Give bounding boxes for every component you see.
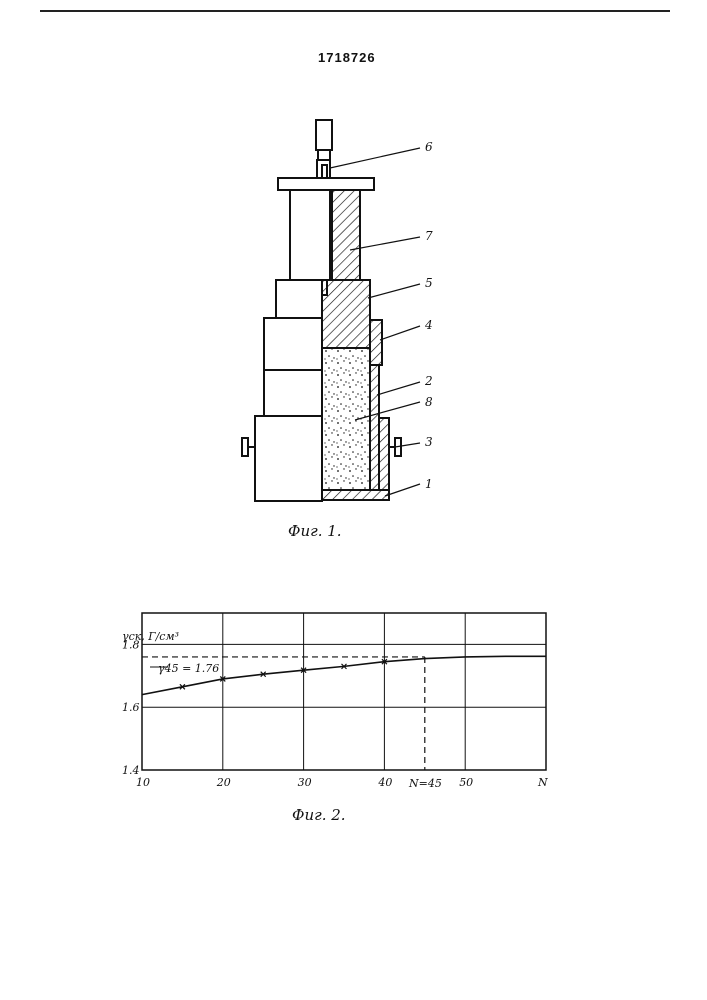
figure-2-caption: Фиг. 2. (292, 806, 346, 824)
x-tick-label: 40 (377, 776, 392, 789)
annotation-gamma45: γ45 = 1.76 (158, 662, 219, 675)
x-tick-label: 50 (459, 776, 473, 789)
x-tick-label: 20 (216, 776, 231, 789)
y-axis-label: γск, Г/см³ (122, 630, 179, 643)
x-axis-end-label: N (537, 776, 548, 789)
x-tick-label: 10 (136, 776, 150, 789)
x-tick-label: 30 (298, 776, 312, 789)
chart-ticks: 10203040501.41.61.8 (122, 638, 473, 789)
chart-grid (142, 613, 546, 770)
y-tick-label: 1.6 (122, 701, 140, 714)
plot-frame (142, 613, 546, 770)
y-tick-label: 1.4 (122, 764, 140, 777)
annotation-n45: N=45 (408, 777, 442, 790)
